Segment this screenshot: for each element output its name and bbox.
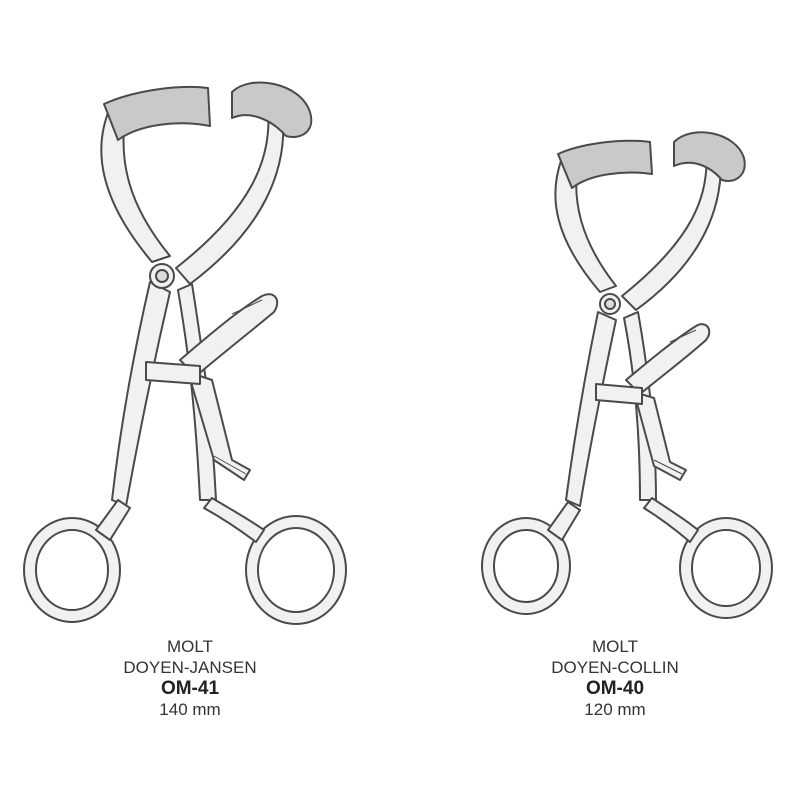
product-om-40: MOLT DOYEN-COLLIN OM-40 120 mm bbox=[430, 0, 800, 800]
product-code: OM-40 bbox=[585, 678, 645, 699]
product-line1: MOLT bbox=[592, 637, 638, 656]
mouth-gag-illustration-om-41 bbox=[23, 81, 347, 625]
product-line2: DOYEN-JANSEN bbox=[123, 658, 257, 677]
product-om-41: MOLT DOYEN-JANSEN OM-41 140 mm bbox=[0, 0, 380, 800]
product-line2: DOYEN-COLLIN bbox=[551, 658, 679, 677]
mouth-gag-illustration-om-40 bbox=[481, 131, 773, 619]
product-caption: MOLT DOYEN-COLLIN OM-40 120 mm bbox=[430, 636, 800, 720]
product-size: 140 mm bbox=[159, 700, 221, 719]
product-size: 120 mm bbox=[584, 700, 646, 719]
product-caption: MOLT DOYEN-JANSEN OM-41 140 mm bbox=[0, 636, 380, 720]
product-code: OM-41 bbox=[160, 678, 220, 699]
product-line1: MOLT bbox=[167, 637, 213, 656]
